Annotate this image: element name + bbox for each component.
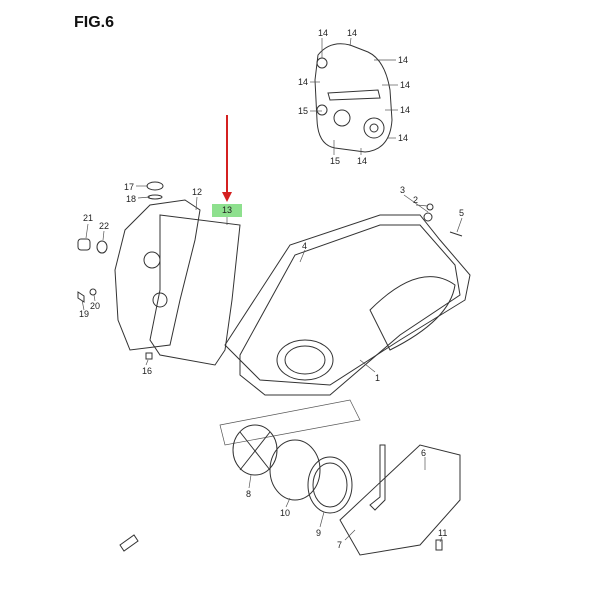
part-label[interactable]: 17 — [124, 182, 135, 192]
highlight-arrow — [222, 115, 232, 202]
part-label[interactable]: 4 — [302, 241, 308, 251]
part-label[interactable]: 10 — [280, 508, 291, 518]
part-label[interactable]: 16 — [142, 366, 153, 376]
part-label[interactable]: 12 — [192, 187, 203, 197]
part-label[interactable]: 20 — [90, 301, 101, 311]
highlighted-part-label[interactable]: 13 — [212, 204, 242, 217]
leader-lines-left — [81, 185, 228, 366]
part-label[interactable]: 6 — [421, 448, 427, 458]
part-label[interactable]: 15 — [298, 106, 309, 116]
part-label[interactable]: 8 — [246, 489, 252, 499]
part-label[interactable]: 14 — [398, 55, 409, 65]
part-label[interactable]: 14 — [357, 156, 368, 166]
part-label[interactable]: 3 — [400, 185, 406, 195]
leader-lines-bottom — [248, 457, 443, 543]
figure-title: FIG.6 — [74, 14, 115, 31]
crankcase-cover — [77, 181, 241, 366]
leader-lines-right — [299, 194, 463, 373]
part-label[interactable]: 14 — [298, 77, 309, 87]
part-label[interactable]: 9 — [316, 528, 322, 538]
leader-lines-top — [310, 37, 398, 155]
part-label[interactable]: 14 — [400, 105, 411, 115]
part-label[interactable]: 14 — [318, 28, 329, 38]
part-label[interactable]: 19 — [79, 309, 90, 319]
part-label[interactable]: 15 — [330, 156, 341, 166]
part-label[interactable]: 14 — [347, 28, 358, 38]
part-label[interactable]: 21 — [83, 213, 94, 223]
lower-parts — [119, 399, 461, 556]
part-label[interactable]: 1 — [375, 373, 381, 383]
part-label[interactable]: 2 — [413, 195, 419, 205]
part-label[interactable]: 7 — [337, 540, 343, 550]
cover-gasket — [224, 203, 471, 396]
part-label[interactable]: 14 — [398, 133, 409, 143]
generator-cover — [314, 43, 393, 153]
part-label[interactable]: 5 — [459, 208, 465, 218]
part-label[interactable]: 14 — [400, 80, 411, 90]
part-label[interactable]: 11 — [438, 528, 448, 538]
part-label[interactable]: 22 — [99, 221, 110, 231]
part-label[interactable]: 18 — [126, 194, 137, 204]
